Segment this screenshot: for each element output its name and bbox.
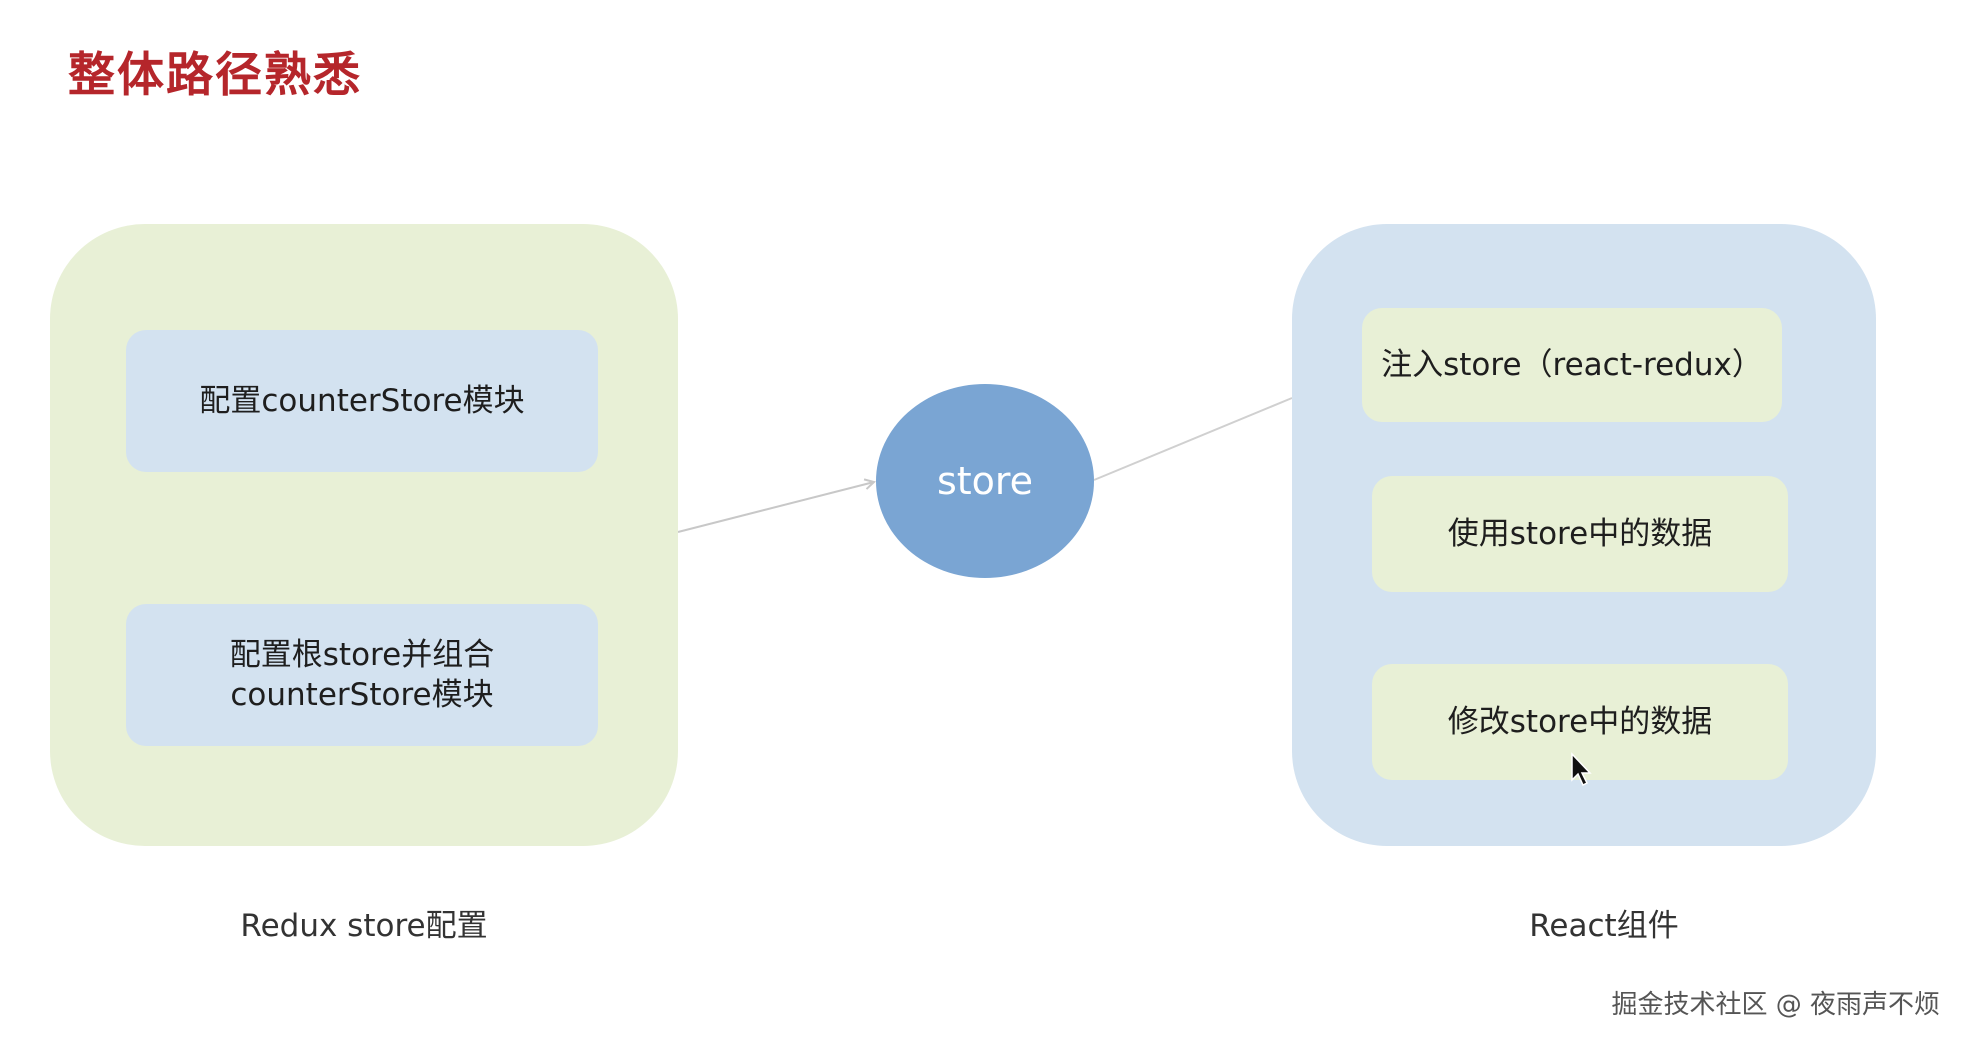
redux-store-config-group xyxy=(50,224,678,846)
react-node-use-store-data: 使用store中的数据 xyxy=(1372,476,1788,592)
redux-node-counter-store: 配置counterStore模块 xyxy=(126,330,598,472)
react-group-label: React组件 xyxy=(1529,908,1679,944)
redux-group-label: Redux store配置 xyxy=(240,908,488,944)
store-label: store xyxy=(936,459,1034,503)
react-node-modify-store-data: 修改store中的数据 xyxy=(1372,664,1788,780)
react-node-inject-store: 注入store（react-redux） xyxy=(1362,308,1782,422)
redux-node-root-store: 配置根store并组合 counterStore模块 xyxy=(126,604,598,746)
watermark: 掘金技术社区 @ 夜雨声不烦 xyxy=(1611,990,1940,1020)
page-title: 整体路径熟悉 xyxy=(68,48,362,103)
redux-to-store-arrow xyxy=(677,482,874,533)
store-node: store xyxy=(876,384,1094,578)
mouse-pointer-icon xyxy=(1571,752,1592,787)
store-to-react-connector xyxy=(1093,397,1293,481)
